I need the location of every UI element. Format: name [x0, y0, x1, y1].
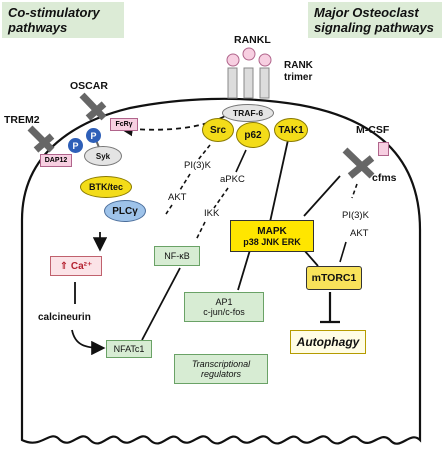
cell-outline	[20, 97, 422, 445]
mtorc1-box: mTORC1	[306, 266, 362, 290]
trimer-label: trimer	[284, 72, 313, 83]
ap1-title: AP1	[215, 297, 233, 307]
tak1-node: TAK1	[274, 118, 308, 142]
src-node: Src	[202, 118, 234, 142]
phospho-1-icon: P	[86, 128, 101, 143]
fcrg-box: FcRγ	[110, 118, 138, 131]
pi3k-right-label: PI(3)K	[342, 210, 369, 221]
nfkb-box: NF-κB	[154, 246, 200, 266]
costimulatory-header: Co-stimulatory pathways	[2, 2, 124, 38]
ap1-box: AP1 c-jun/c-fos	[184, 292, 264, 322]
arrow-calcineurin-nfatc1	[71, 329, 106, 356]
autophagy-box: Autophagy	[290, 330, 366, 354]
tr-line1: Transcriptional	[191, 359, 251, 369]
trem2-label: TREM2	[4, 114, 40, 126]
osteoclast-header: Major Osteoclast signaling pathways	[308, 2, 442, 38]
mcsf-label: M-CSF	[356, 124, 390, 136]
tr-line2: regulators	[200, 369, 242, 379]
costimulatory-header-line1: Co-stimulatory	[8, 5, 100, 20]
calcineurin-label: calcineurin	[38, 312, 91, 323]
ca-box: ⇑ Ca²⁺	[50, 256, 102, 276]
cfms-receptor-icon	[342, 147, 375, 179]
mapk-box: MAPK p38 JNK ERK	[230, 220, 314, 252]
osteoclast-header-line2: signaling pathways	[314, 20, 434, 35]
syk-node: Syk	[84, 146, 122, 166]
rank-trimer-label: RANK trimer	[284, 60, 313, 84]
phospho-2-icon: P	[68, 138, 83, 153]
rankl-label: RANKL	[234, 34, 271, 46]
rank-label: RANK	[284, 60, 313, 71]
osteoclast-header-line1: Major Osteoclast	[314, 5, 419, 20]
pi3k-left-label: PI(3)K	[184, 160, 211, 171]
ap1-subtitle: c-jun/c-fos	[203, 307, 245, 317]
transcriptional-regulators-box: Transcriptional regulators	[174, 354, 268, 384]
akt-left-label: AKT	[168, 192, 187, 203]
ikk-label: IKK	[204, 208, 220, 219]
cfms-label: cfms	[372, 172, 397, 184]
mapk-subtitle: p38 JNK ERK	[243, 236, 301, 247]
p62-node: p62	[236, 122, 270, 148]
traf6-node: TRAF-6	[222, 104, 274, 122]
btk-node: BTK/tec	[80, 176, 132, 198]
dap12-box: DAP12	[40, 154, 72, 167]
nfatc1-box: NFATc1	[106, 340, 152, 358]
rankl-trimer-icon	[226, 47, 272, 99]
apkc-label: aPKC	[220, 174, 245, 185]
mapk-title: MAPK	[257, 225, 287, 237]
trem2-receptor-icon	[27, 125, 55, 153]
plcg-node: PLCγ	[104, 200, 146, 222]
oscar-label: OSCAR	[70, 80, 108, 92]
mcsf-ligand-icon	[378, 142, 389, 156]
costimulatory-header-line2: pathways	[8, 20, 68, 35]
akt-right-label: AKT	[350, 228, 369, 239]
oscar-receptor-icon	[79, 92, 107, 121]
